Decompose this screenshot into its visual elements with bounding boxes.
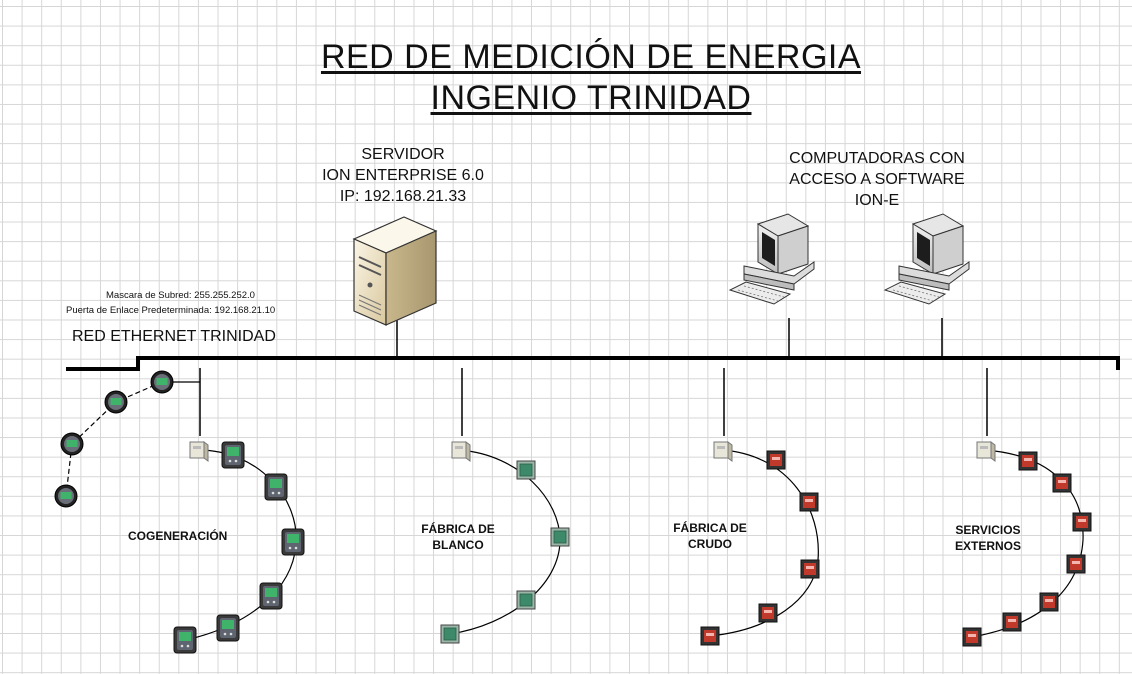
power-meter-icon xyxy=(962,627,982,647)
diagram-title-line2: INGENIO TRINIDAD xyxy=(430,79,752,117)
power-meter-icon xyxy=(800,559,820,579)
power-meter-icon xyxy=(264,473,288,501)
computers-label: COMPUTADORAS CON ACCESO A SOFTWARE ION-E xyxy=(752,148,1002,211)
power-meter-icon xyxy=(216,614,240,642)
power-meter-icon xyxy=(1039,592,1059,612)
diagram-title-line1: RED DE MEDICIÓN DE ENERGIA xyxy=(320,38,862,76)
area-label-crudo-line1: FÁBRICA DE xyxy=(673,521,747,535)
power-meter-icon xyxy=(799,492,819,512)
power-meter-icon xyxy=(516,460,536,480)
area-label-cogeneracion: COGENERACIÓN xyxy=(128,529,228,543)
server-label-line1: SERVIDOR xyxy=(361,146,445,163)
power-meter-icon xyxy=(700,626,720,646)
computers-label-line3: ION-E xyxy=(854,192,900,209)
power-meter-icon xyxy=(259,582,283,610)
computers-label-line2: ACCESO A SOFTWARE xyxy=(789,171,965,188)
gateway-label: Puerta de Enlace Predeterminada: 192.168… xyxy=(66,305,276,316)
power-meter-icon xyxy=(104,390,128,414)
gateway-icon xyxy=(189,441,209,462)
power-meter-icon xyxy=(60,432,84,456)
computer-icon xyxy=(729,213,815,305)
area-label-blanco: FÁBRICA DE BLANCO xyxy=(408,521,508,553)
power-meter-icon xyxy=(1002,612,1022,632)
power-meter-icon xyxy=(766,450,786,470)
area-label-servicios-line2: EXTERNOS xyxy=(954,539,1021,553)
server-label: SERVIDOR ION ENTERPRISE 6.0 IP: 192.168.… xyxy=(303,144,503,207)
cogeneracion-left-chain xyxy=(65,381,163,497)
server-label-line2: ION ENTERPRISE 6.0 xyxy=(322,167,484,184)
power-meter-icon xyxy=(1066,554,1086,574)
power-meter-icon xyxy=(173,626,197,654)
area-label-blanco-line1: FÁBRICA DE xyxy=(421,522,495,536)
computers-label-line1: COMPUTADORAS CON xyxy=(789,150,965,167)
area-label-crudo: FÁBRICA DE CRUDO xyxy=(660,520,760,552)
gateway-icon xyxy=(976,441,996,462)
server-label-line3: IP: 192.168.21.33 xyxy=(339,188,467,205)
power-meter-icon xyxy=(150,370,174,394)
power-meter-icon xyxy=(516,590,536,610)
computer-icon xyxy=(884,213,970,305)
power-meter-icon xyxy=(54,484,78,508)
power-meter-icon xyxy=(758,603,778,623)
area-label-servicios: SERVICIOS EXTERNOS xyxy=(938,522,1038,554)
power-meter-icon xyxy=(550,527,570,547)
network-name-label: RED ETHERNET TRINIDAD xyxy=(72,328,276,345)
gateway-icon xyxy=(713,441,733,462)
power-meter-icon xyxy=(281,528,305,556)
gateway-icon xyxy=(451,441,471,462)
ethernet-bus xyxy=(66,356,1120,371)
server-icon xyxy=(352,216,438,326)
area-label-servicios-line1: SERVICIOS xyxy=(955,523,1021,537)
power-meter-icon xyxy=(440,624,460,644)
power-meter-icon xyxy=(1072,512,1092,532)
power-meter-icon xyxy=(1052,473,1072,493)
servicios-arc xyxy=(971,449,1084,638)
subnet-mask-label: Mascara de Subred: 255.255.252.0 xyxy=(106,290,255,301)
area-label-blanco-line2: BLANCO xyxy=(432,538,484,552)
power-meter-icon xyxy=(1018,451,1038,471)
area-label-crudo-line2: CRUDO xyxy=(688,537,732,551)
power-meter-icon xyxy=(221,441,245,469)
